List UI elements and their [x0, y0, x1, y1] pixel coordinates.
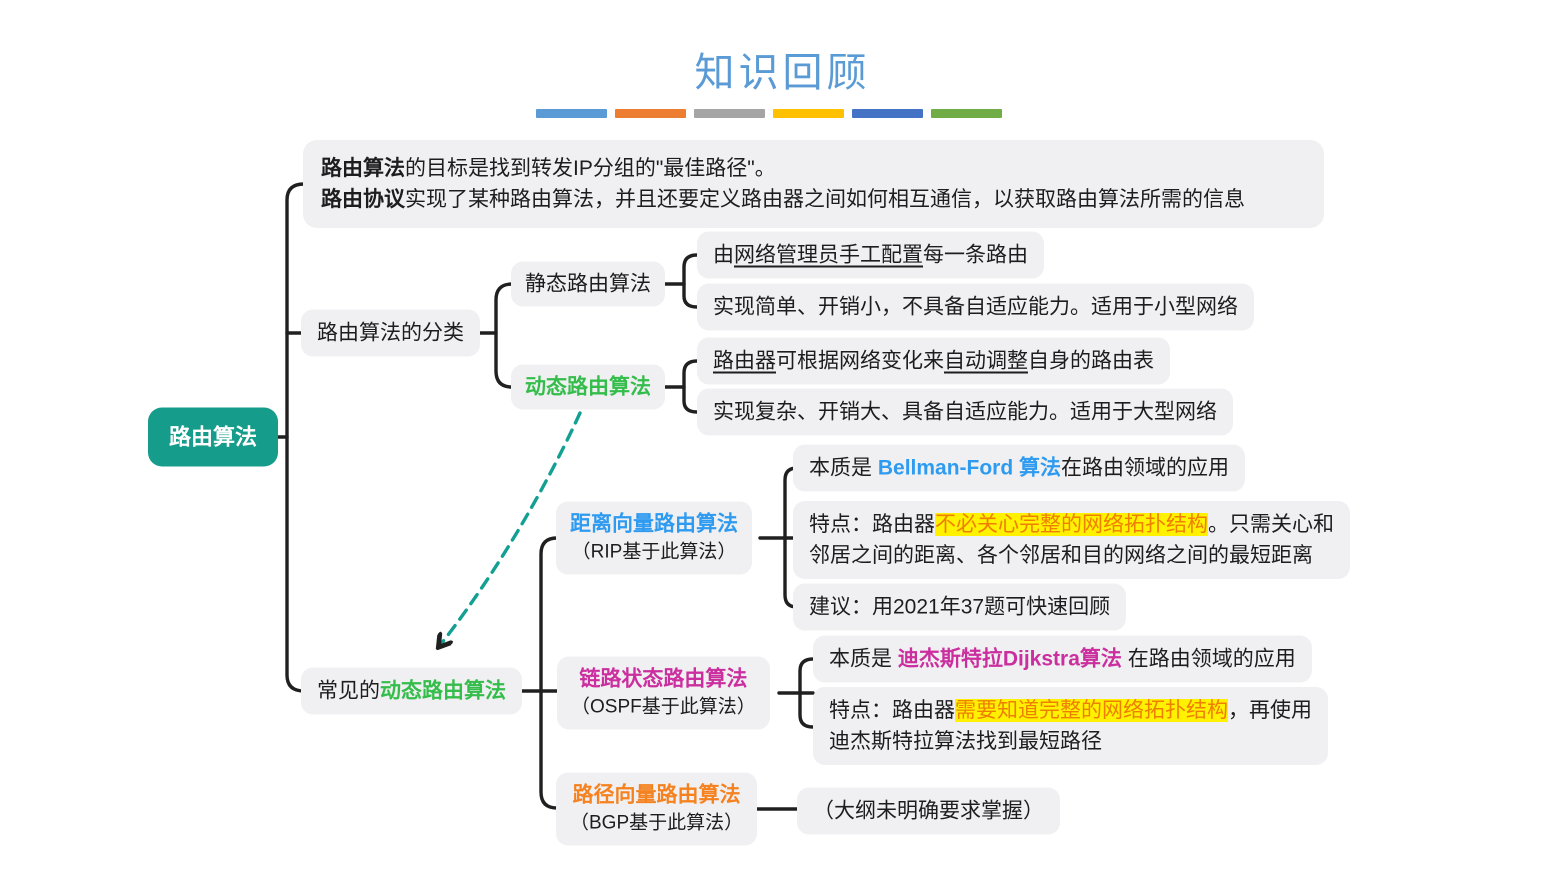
- link-state-title: 链路状态路由算法: [579, 667, 748, 691]
- dv-essence-leaf: 本质是 Bellman-Ford 算法在路由领域的应用: [793, 444, 1246, 492]
- path-vector-subtitle: （BGP基于此算法）: [570, 812, 744, 834]
- edge-static-fork: [682, 253, 699, 309]
- intro-line-1: 路由算法的目标是找到转发IP分组的"最佳路径"。: [321, 157, 776, 180]
- intro-line-2: 路由协议实现了某种路由算法，并且还要定义路由器之间如何相互通信，以获取路由算法所…: [321, 188, 1245, 211]
- accent-bar: [931, 109, 1002, 118]
- static-routing-node: 静态路由算法: [511, 261, 665, 307]
- dynamic-adjust-leaf: 路由器可根据网络变化来自动调整自身的路由表: [697, 337, 1170, 385]
- edge-classification-fork: [494, 282, 514, 389]
- static-config-leaf: 由网络管理员手工配置每一条路由: [697, 231, 1044, 279]
- dv-tip-leaf: 建议：用2021年37题可快速回顾: [793, 583, 1127, 631]
- ls-essence-leaf: 本质是 迪杰斯特拉Dijkstra算法 在路由领域的应用: [813, 635, 1312, 683]
- edge-dynamic-fork: [682, 359, 699, 414]
- accent-bar: [773, 109, 844, 118]
- accent-bars: [536, 109, 1002, 118]
- page-title: 知识回顾: [694, 51, 871, 95]
- accent-bar: [694, 109, 765, 118]
- accent-bar: [852, 109, 923, 118]
- mindmap-root-node: 路由算法: [148, 407, 279, 467]
- intro-card: 路由算法的目标是找到转发IP分组的"最佳路径"。 路由协议实现了某种路由算法，并…: [303, 140, 1324, 228]
- common-dynamic-node: 常见的动态路由算法: [301, 667, 522, 715]
- distance-vector-subtitle: （RIP基于此算法）: [571, 541, 737, 563]
- edge-ls-fork: [798, 657, 815, 729]
- pv-note-leaf: （大纲未明确要求掌握）: [797, 787, 1060, 835]
- static-feature-leaf: 实现简单、开销小，不具备自适应能力。适用于小型网络: [697, 283, 1254, 331]
- link-state-subtitle: （OSPF基于此算法）: [571, 696, 756, 718]
- dv-feature-leaf: 特点：路由器不必关心完整的网络拓扑结构。只需关心和邻居之间的距离、各个邻居和目的…: [793, 501, 1350, 579]
- distance-vector-title: 距离向量路由算法: [570, 512, 738, 536]
- accent-bar: [615, 109, 686, 118]
- classification-node: 路由算法的分类: [301, 309, 480, 357]
- edge-common-fork: [539, 536, 559, 810]
- link-state-node: 链路状态路由算法 （OSPF基于此算法）: [557, 656, 770, 730]
- distance-vector-node: 距离向量路由算法 （RIP基于此算法）: [556, 501, 752, 575]
- path-vector-node: 路径向量路由算法 （BGP基于此算法）: [556, 772, 758, 846]
- dynamic-routing-node: 动态路由算法: [511, 364, 665, 410]
- ls-feature-leaf: 特点：路由器需要知道完整的网络拓扑结构，再使用迪杰斯特拉算法找到最短路径: [813, 687, 1328, 765]
- path-vector-title: 路径向量路由算法: [572, 783, 741, 807]
- dynamic-feature-leaf: 实现复杂、开销大、具备自适应能力。适用于大型网络: [697, 388, 1233, 436]
- edge-trunk: [285, 182, 306, 693]
- accent-bar: [536, 109, 607, 118]
